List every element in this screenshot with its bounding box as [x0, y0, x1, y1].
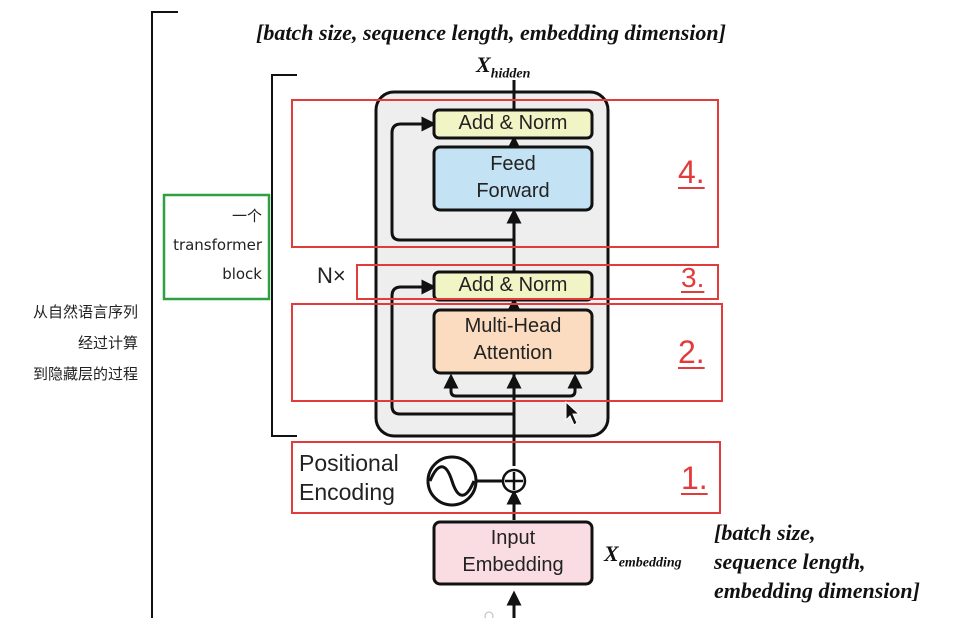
add-norm-top-box	[432, 108, 594, 140]
attention-box	[432, 308, 594, 375]
cursor-icon	[565, 400, 581, 426]
block-bracket	[271, 74, 297, 437]
sine-wave-icon	[426, 455, 478, 507]
add-operator-icon	[501, 468, 527, 494]
feed-forward-box	[432, 145, 594, 212]
overall-bracket	[151, 11, 178, 618]
block-note-box	[162, 193, 271, 301]
step-3-box	[356, 264, 719, 300]
x-embedding-label: Xembedding	[604, 541, 682, 571]
overall-note: 从自然语言序列经过计算到隐藏层的过程	[32, 303, 138, 383]
add-norm-mid-label: Add & Norm	[458, 274, 568, 296]
add-norm-top-label: Add & Norm	[458, 112, 568, 134]
top-shape-label: [batch size, sequence length, embedding …	[256, 20, 726, 45]
step-2-number: 2.	[678, 334, 705, 370]
step-3-number: 3.	[681, 262, 705, 293]
step-2-box	[291, 303, 723, 402]
step-4-box	[291, 99, 719, 248]
step-1-box	[291, 441, 721, 514]
input-embedding-box	[432, 520, 594, 586]
step-1-number: 1.	[681, 460, 708, 496]
x-hidden-label: Xhidden	[476, 52, 531, 82]
nx-label: N×	[317, 263, 346, 288]
bottom-shape-label: [batch size, sequence length, embedding …	[714, 520, 920, 603]
step-4-number: 4.	[678, 154, 705, 190]
